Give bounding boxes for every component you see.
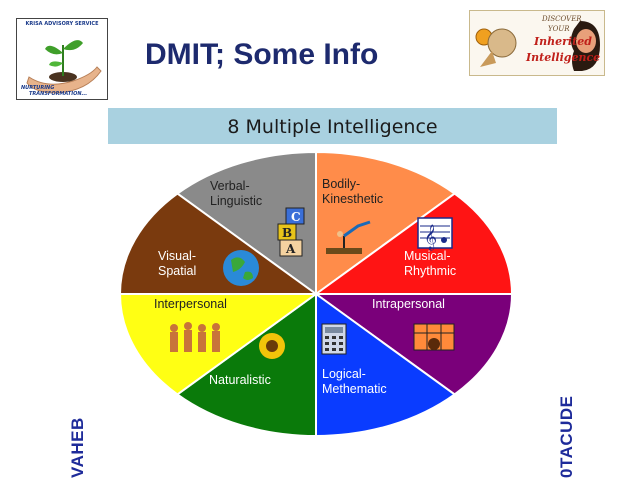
slice-label: Rhythmic (404, 264, 456, 278)
slice-label: Kinesthetic (322, 192, 383, 206)
slice-label: Logical- (322, 367, 366, 381)
slice-label: Naturalistic (209, 373, 271, 387)
slice-label: Intrapersonal (372, 297, 445, 311)
person-box-icon (413, 323, 455, 351)
pie-slice (315, 150, 457, 296)
banner: 8 Multiple Intelligence (108, 108, 557, 144)
logo-right-line-2: YOUR (548, 25, 570, 33)
svg-text:C: C (291, 210, 301, 224)
svg-text:𝄞: 𝄞 (424, 224, 437, 250)
pie-slice (315, 292, 457, 438)
banner-text: 8 Multiple Intelligence (227, 116, 438, 138)
slice-label: Interpersonal (154, 297, 227, 311)
logo-right-line-3: Inherited (534, 35, 592, 48)
pie-slice (312, 192, 514, 295)
intelligence-pie: C B A 𝄞 (118, 150, 514, 438)
logo-right-line-1: DISCOVER (542, 15, 582, 23)
svg-text:A: A (285, 242, 296, 256)
side-text-right: 0TACUDE (557, 395, 576, 478)
pie-slice (175, 292, 317, 438)
logo-left-brand-bottom: NURTURING TRANSFORMATION... (21, 85, 87, 97)
slice-label: Methematic (322, 382, 387, 396)
pie-slice (175, 150, 317, 296)
slice-label: Bodily- (322, 177, 360, 191)
slice-label: Verbal- (210, 179, 250, 193)
globe-icon (223, 250, 259, 286)
side-text-left: VAHEB (68, 417, 87, 478)
music-note-icon: 𝄞 (417, 217, 453, 250)
logo-right-line-4: Intelligence (526, 51, 601, 64)
slice-label: Linguistic (210, 194, 262, 208)
sunflower-icon (259, 333, 285, 359)
svg-text:B: B (282, 226, 292, 240)
logo-left-brand-top: KRISA ADVISORY SERVICE (25, 21, 99, 27)
brain-head-icon (475, 21, 600, 71)
logo-left-tag-2: TRANSFORMATION... (29, 91, 88, 97)
calculator-icon (321, 323, 347, 355)
hand-plant-icon (26, 40, 102, 94)
pie-slice (118, 192, 320, 295)
krisa-logo: KRISA ADVISORY SERVICE NURTURING TRANSFO… (16, 18, 108, 100)
logo-left-tag-1: NURTURING (21, 85, 55, 91)
abc-blocks-icon: C B A (277, 207, 305, 257)
people-group-icon (170, 322, 220, 352)
slice-label: Visual- (158, 249, 196, 263)
page-title: DMIT; Some Info (145, 38, 379, 71)
gymnast-icon (326, 220, 371, 254)
slice-label: Spatial (158, 264, 196, 278)
inherited-intelligence-logo: DISCOVER YOUR Inherited Intelligence (469, 10, 605, 76)
slice-label: Musical- (404, 249, 451, 263)
